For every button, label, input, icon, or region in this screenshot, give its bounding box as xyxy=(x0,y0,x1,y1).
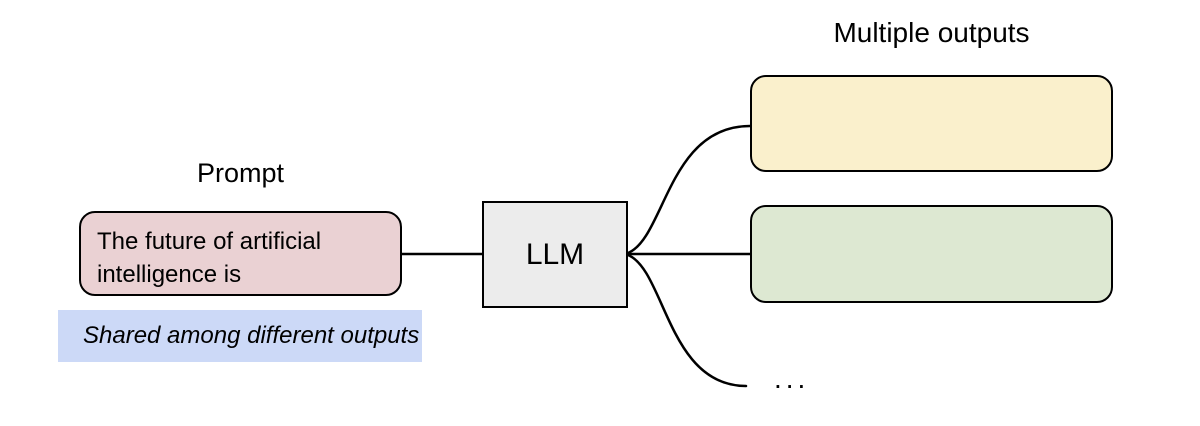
outputs-label: Multiple outputs xyxy=(833,17,1030,48)
shared-note: Shared among different outputs xyxy=(58,310,422,362)
outputs-ellipsis: ... xyxy=(774,363,810,394)
prompt-label: Prompt xyxy=(196,158,285,188)
prompt-box: The future of artificial intelligence is xyxy=(79,211,402,296)
llm-label: LLM xyxy=(525,237,585,271)
prompt-box-text: The future of artificial intelligence is xyxy=(97,228,322,288)
output-box-2 xyxy=(750,205,1113,303)
llm-box: LLM xyxy=(482,201,628,308)
output-box-1 xyxy=(750,75,1113,172)
connector-llm-to-output-1 xyxy=(626,124,752,255)
connector-llm-to-ellipsis xyxy=(626,253,748,388)
